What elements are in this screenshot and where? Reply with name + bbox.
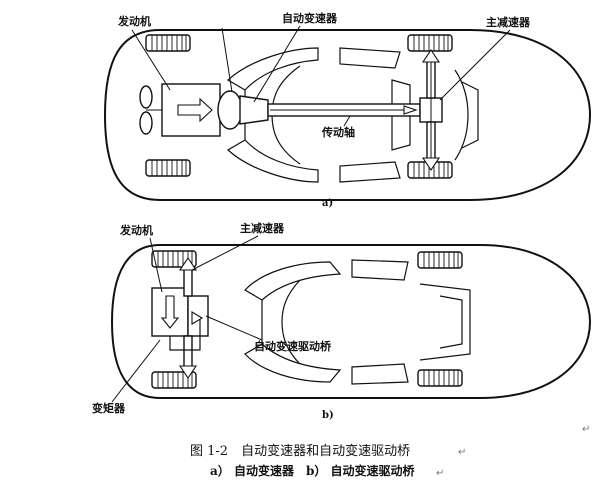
leader-transmission-a [253,25,301,103]
transmission-housing-a [239,95,269,125]
leader-torque-converter-b [111,339,161,403]
output-arrow-b [191,311,204,325]
engine-down-arrow-b [160,295,180,329]
sublabel-a: a) [322,198,333,209]
cabin-b [244,259,471,385]
wheel-rear-right-b [417,369,463,387]
leader-engine-a [131,29,171,91]
leader-engine-b [149,237,163,293]
torque-converter-a [217,90,243,130]
label-transaxle-b: 自动变速驱动桥 [254,339,332,353]
figure-caption-mark-1: ↵ [458,447,466,458]
wheel-front-left-a [145,34,191,52]
label-engine-b: 发动机 [119,223,153,237]
leader-driveshaft-a [343,115,351,127]
diagram-b: 发动机 主减速器 自动变速驱动桥 变矩器 b) [92,221,592,421]
margin-mark: ↵ [582,424,590,435]
up-arrow-b [178,257,198,271]
label-torque-converter-b: 变矩器 [92,401,126,415]
sublabel-b: b) [322,410,334,421]
leader-transmission-a2 [221,27,233,93]
down-arrow-b [178,365,198,379]
figure-caption-mark-2: ↵ [436,468,444,479]
figure-caption-subtitle: a） 自动变速器 b） 自动变速驱动桥 [210,463,416,478]
figure-caption-title: 图 1-2 自动变速器和自动变速驱动桥 [190,443,410,459]
down-shaft-b [183,335,193,369]
wheel-rear-left-b [417,251,463,269]
label-transmission-a: 自动变速器 [282,11,338,25]
wheel-rear-left-a [407,34,453,52]
diagram-a: 发动机 自动变速器 主减速器 传动轴 a) [103,11,592,209]
final-drive-a [419,49,443,171]
leader-final-drive-a [439,29,511,101]
wheel-front-right-a [145,159,191,177]
label-driveshaft-a: 传动轴 [321,125,355,139]
label-final-drive-a: 主减速器 [486,15,531,29]
fan-a [139,85,162,135]
driveshaft-arrow-a [403,105,418,115]
engine-flow-arrow-a [177,97,213,123]
final-drive-shaft-b [183,267,193,297]
label-final-drive-b: 主减速器 [240,221,285,235]
leader-transaxle-b [205,315,263,341]
label-engine-a: 发动机 [117,14,151,28]
car-body-b [110,244,592,399]
leader-final-drive-b [191,235,259,271]
